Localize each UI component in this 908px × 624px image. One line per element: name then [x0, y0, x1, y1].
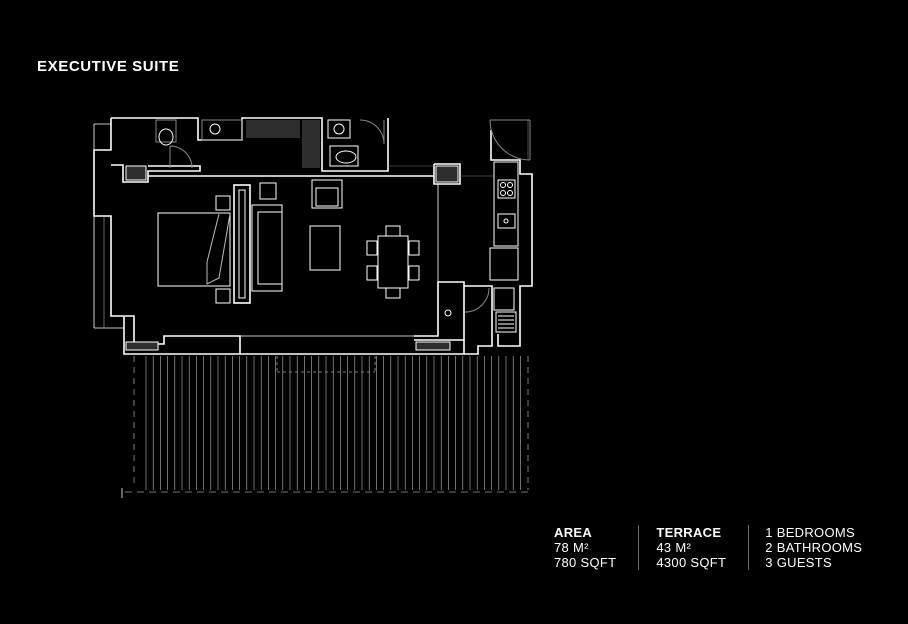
- plan-title: EXECUTIVE SUITE: [37, 58, 180, 75]
- area-imperial: 780 SQFT: [554, 555, 617, 570]
- unit-specs: AREA 78 M² 780 SQFT TERRACE 43 M² 4300 S…: [554, 525, 862, 570]
- terrace-metric: 43 M²: [656, 540, 692, 555]
- terrace-imperial: 4300 SQFT: [656, 555, 727, 570]
- dimension-lines: [388, 120, 529, 177]
- area-metric: 78 M²: [554, 540, 589, 555]
- kitchen-counter: [464, 161, 519, 333]
- rooms-spec: 1 BEDROOMS 2 BATHROOMS 3 GUESTS: [748, 525, 862, 570]
- bathroom-fixtures: [155, 119, 385, 169]
- area-label: AREA: [554, 525, 593, 540]
- bedrooms-count: 1 BEDROOMS: [765, 525, 855, 540]
- terrace-outline: [121, 356, 529, 498]
- terrace-label: TERRACE: [656, 525, 722, 540]
- furniture: [157, 119, 531, 317]
- area-spec: AREA 78 M² 780 SQFT: [554, 525, 638, 570]
- guests-count: 3 GUESTS: [765, 555, 832, 570]
- column-blocks: [125, 120, 459, 351]
- terrace-deck: [145, 356, 521, 490]
- bathrooms-count: 2 BATHROOMS: [765, 540, 863, 555]
- terrace-spec: TERRACE 43 M² 4300 SQFT: [638, 525, 748, 570]
